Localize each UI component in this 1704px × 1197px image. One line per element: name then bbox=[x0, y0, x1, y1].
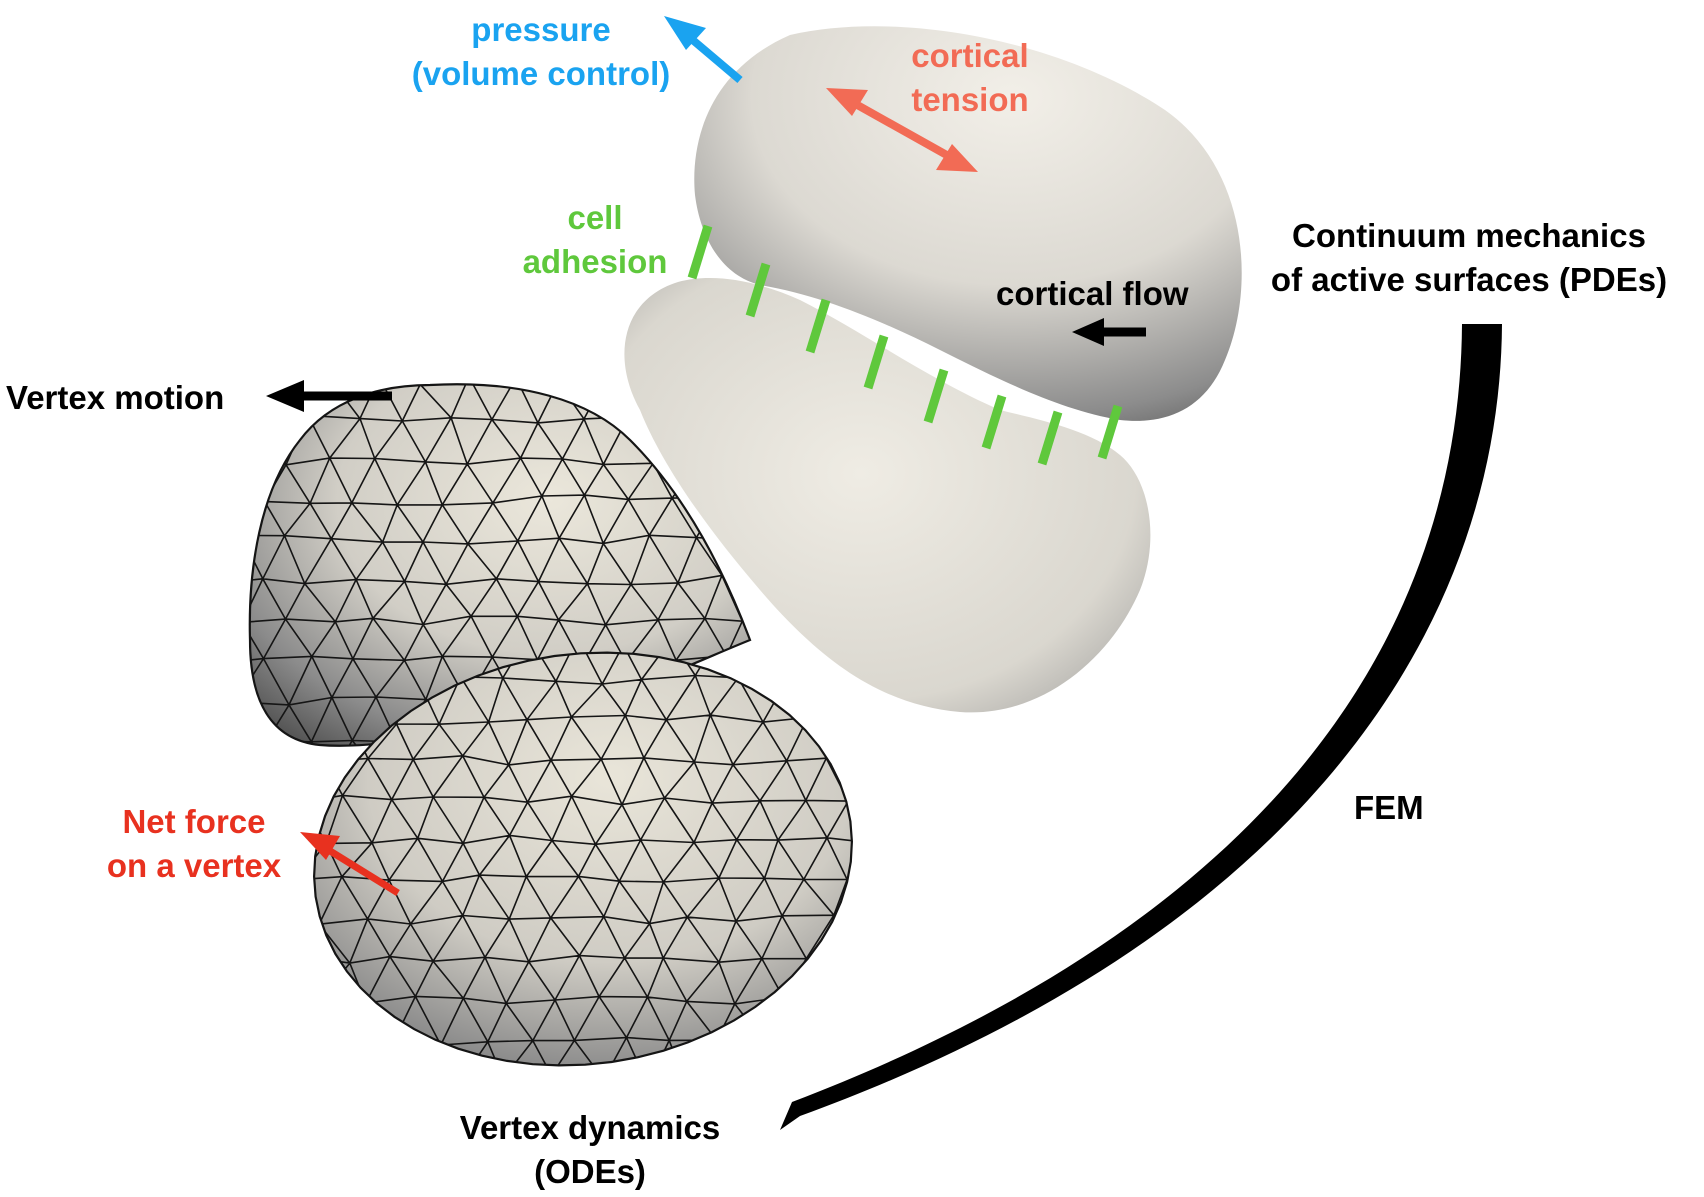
mesh-cell-bottom bbox=[312, 651, 854, 1067]
pressure-label-line-1: pressure bbox=[471, 11, 611, 48]
smooth-cell-bottom bbox=[624, 278, 1151, 713]
continuum-label-line-1: Continuum mechanics bbox=[1292, 217, 1646, 254]
smooth-cell-top bbox=[694, 26, 1242, 421]
vertex-dynamics-label-line-2: (ODEs) bbox=[534, 1153, 646, 1190]
fem-curved-band bbox=[780, 324, 1502, 1130]
adhesion-bond bbox=[863, 334, 889, 390]
adhesion-bond bbox=[687, 224, 713, 280]
cortical-tension-label-line-2: tension bbox=[911, 81, 1029, 118]
cell-adhesion-label-line-2: adhesion bbox=[522, 243, 668, 280]
adhesion-bond bbox=[981, 394, 1007, 450]
cortical-flow-label: cortical flow bbox=[996, 275, 1189, 312]
adhesion-bond bbox=[1037, 410, 1063, 466]
vertex-dynamics-label: Vertex dynamics (ODEs) bbox=[430, 1106, 750, 1194]
pressure-arrow bbox=[664, 16, 743, 84]
adhesion-bond bbox=[745, 262, 771, 318]
adhesion-bond bbox=[1097, 404, 1123, 460]
pressure-label: pressure (volume control) bbox=[376, 8, 706, 96]
cortical-tension-label: cortical tension bbox=[860, 34, 1080, 122]
vertex-motion-label: Vertex motion bbox=[6, 379, 225, 416]
net-force-label-line-1: Net force bbox=[122, 803, 266, 840]
cortical-flow-arrow bbox=[1072, 318, 1146, 346]
net-force-label: Net force on a vertex bbox=[84, 800, 304, 888]
continuum-label-line-2: of active surfaces (PDEs) bbox=[1270, 261, 1668, 298]
continuum-mechanics-label: Continuum mechanics of active surfaces (… bbox=[1234, 214, 1704, 302]
net-force-arrow bbox=[300, 832, 400, 896]
cortical-tension-label-line-1: cortical bbox=[911, 37, 1029, 74]
vertex-dynamics-label-line-1: Vertex dynamics bbox=[459, 1109, 721, 1146]
cell-adhesion-label-line-1: cell bbox=[567, 199, 623, 236]
cortical-tension-arrow bbox=[826, 88, 978, 172]
fem-label: FEM bbox=[1354, 789, 1424, 826]
cell-adhesion-label: cell adhesion bbox=[500, 196, 690, 284]
vertex-motion-arrow bbox=[266, 380, 392, 412]
adhesion-bond bbox=[923, 368, 949, 424]
pressure-label-line-2: (volume control) bbox=[411, 55, 671, 92]
cell-adhesion-bonds bbox=[687, 224, 1123, 466]
adhesion-bond bbox=[805, 298, 831, 354]
net-force-label-line-2: on a vertex bbox=[106, 847, 282, 884]
